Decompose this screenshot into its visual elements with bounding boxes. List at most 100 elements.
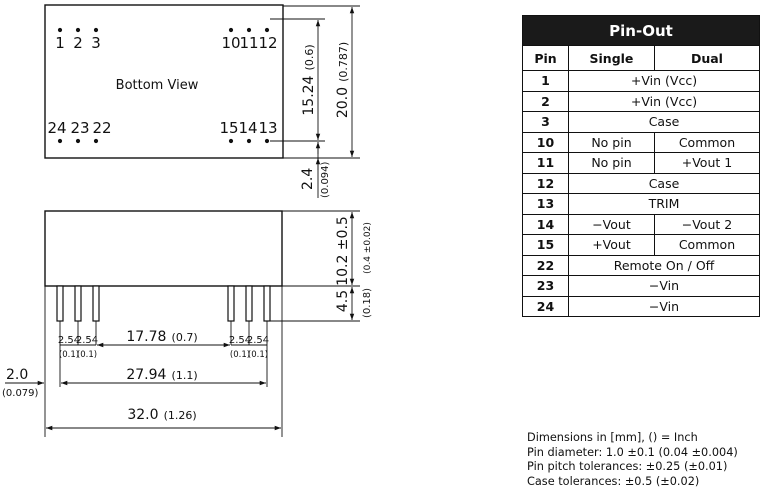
dim-edge-offset: 2.0 <box>6 367 28 383</box>
header-pin: Pin <box>522 45 569 71</box>
note-line: Case tolerances: ±0.5 (±0.02) <box>527 474 700 488</box>
pin-label: 2 <box>73 34 83 52</box>
pin-label: 24 <box>47 119 66 137</box>
dim-body-height: 10.2 ±0.5 <box>335 216 351 286</box>
pin-number-cell: 13 <box>522 193 569 215</box>
pin-label: 15 <box>219 119 238 137</box>
dim-pitch-inch: (0.1) <box>230 350 250 360</box>
pin-function-cell: +Vout <box>568 234 655 256</box>
pin-function-cell: +Vin (Vcc) <box>568 70 760 92</box>
pin-function-cell: No pin <box>568 131 655 153</box>
dim-edge-offset-inch: (0.079) <box>2 388 39 399</box>
pin-number-cell: 2 <box>522 90 569 112</box>
side-view-body <box>44 210 283 287</box>
pin-label: 12 <box>258 34 277 52</box>
bottom-view-outline <box>44 4 284 159</box>
pin-number-cell: 22 <box>522 254 569 276</box>
dim-pitch: 2.54 <box>247 335 269 346</box>
table-row: 24−Vin <box>522 295 760 317</box>
dim-pin-row-height-inch: (0.6) <box>303 44 316 70</box>
dim-pitch: 2.54 <box>58 335 80 346</box>
dim-pin-span-inch: (1.1) <box>172 369 198 382</box>
pin-function-cell: −Vin <box>568 275 760 297</box>
pin-label: 13 <box>258 119 277 137</box>
pin-function-cell: TRIM <box>568 193 760 215</box>
table-row: 14−Vout−Vout 2 <box>522 213 761 235</box>
pin-number-cell: 12 <box>522 172 569 194</box>
dimension-notes: Dimensions in [mm], () = Inch Pin diamet… <box>527 431 738 489</box>
pin-label: 10 <box>221 34 240 52</box>
pin-label: 3 <box>91 34 101 52</box>
pin-function-cell: +Vout 1 <box>653 152 761 174</box>
pin-function-cell: Common <box>653 131 761 153</box>
pin-number-cell: 11 <box>522 152 569 174</box>
pin-number-cell: 3 <box>522 111 569 133</box>
pinout-title: Pin-Out <box>522 15 760 46</box>
pin-label: 1 <box>55 34 65 52</box>
dim-case-width-inch: (1.26) <box>164 409 197 422</box>
note-line: Dimensions in [mm], () = Inch <box>527 431 698 444</box>
dim-center-span: 17.78 <box>126 329 166 345</box>
pinout-table: Pin-Out Pin Single Dual 1+Vin (Vcc)2+Vin… <box>522 15 761 317</box>
side-dimension-lines <box>5 210 360 437</box>
header-dual: Dual <box>653 45 761 71</box>
dim-pin-length-inch: (0.18) <box>362 288 373 318</box>
dim-body-height-inch: (0.4 ±0.02) <box>363 222 373 274</box>
dim-pitch: 2.54 <box>76 335 98 346</box>
pin-label: 14 <box>238 119 257 137</box>
pin-number-cell: 14 <box>522 213 569 235</box>
dim-pitch-inch: (0.1) <box>248 350 268 360</box>
pin-function-cell: Case <box>568 172 760 194</box>
dim-pitch-inch: (0.1) <box>77 350 97 360</box>
vertical-dimension-lines <box>270 5 360 198</box>
svg-text:15.24 (0.6): 15.24 (0.6) <box>298 44 317 115</box>
pin-number-cell: 10 <box>522 131 569 153</box>
pin-label: 23 <box>70 119 89 137</box>
pin-label: 22 <box>92 119 111 137</box>
svg-text:20.0 (0.787): 20.0 (0.787) <box>332 42 351 118</box>
pin-function-cell: Case <box>568 111 760 133</box>
table-row: 2+Vin (Vcc) <box>522 90 760 112</box>
table-row: 23−Vin <box>522 275 760 297</box>
pin-function-cell: −Vout <box>568 213 655 235</box>
pin-number-cell: 15 <box>522 234 569 256</box>
dim-pin-length: 4.5 <box>335 290 351 312</box>
dim-case-width: 32.0 <box>127 407 158 423</box>
svg-text:32.0 (1.26): 32.0 (1.26) <box>127 404 196 423</box>
dim-pin-span: 27.94 <box>126 367 166 383</box>
view-label: Bottom View <box>116 78 199 93</box>
pin-function-cell: Remote On / Off <box>568 254 760 276</box>
svg-text:17.78 (0.7): 17.78 (0.7) <box>126 326 197 345</box>
pin-number-cell: 1 <box>522 70 569 92</box>
pin-dots <box>57 27 270 144</box>
svg-text:27.94 (1.1): 27.94 (1.1) <box>126 364 197 383</box>
note-line: Pin pitch tolerances: ±0.25 (±0.01) <box>527 460 728 474</box>
side-view-pins <box>56 285 271 322</box>
dim-pin-row-height: 15.24 <box>301 75 317 115</box>
pin-function-cell: Common <box>653 234 761 256</box>
dim-case-offset: 2.4 <box>300 168 316 190</box>
dim-case-height-inch: (0.787) <box>337 42 350 82</box>
dim-center-span-inch: (0.7) <box>172 331 198 344</box>
dim-pitch-inch: (0.1) <box>59 350 79 360</box>
table-row: 1+Vin (Vcc) <box>522 70 760 92</box>
dim-pitch: 2.54 <box>229 335 251 346</box>
dim-case-offset-inch: (0.094) <box>320 161 331 198</box>
pin-function-cell: −Vout 2 <box>653 213 761 235</box>
pin-number-cell: 23 <box>522 275 569 297</box>
pin-function-cell: −Vin <box>568 295 760 317</box>
note-line: Pin diameter: 1.0 ±0.1 (0.04 ±0.004) <box>527 445 738 459</box>
header-single: Single <box>568 45 655 71</box>
pin-function-cell: +Vin (Vcc) <box>568 90 760 112</box>
pin-function-cell: No pin <box>568 152 655 174</box>
pin-number-cell: 24 <box>522 295 569 317</box>
